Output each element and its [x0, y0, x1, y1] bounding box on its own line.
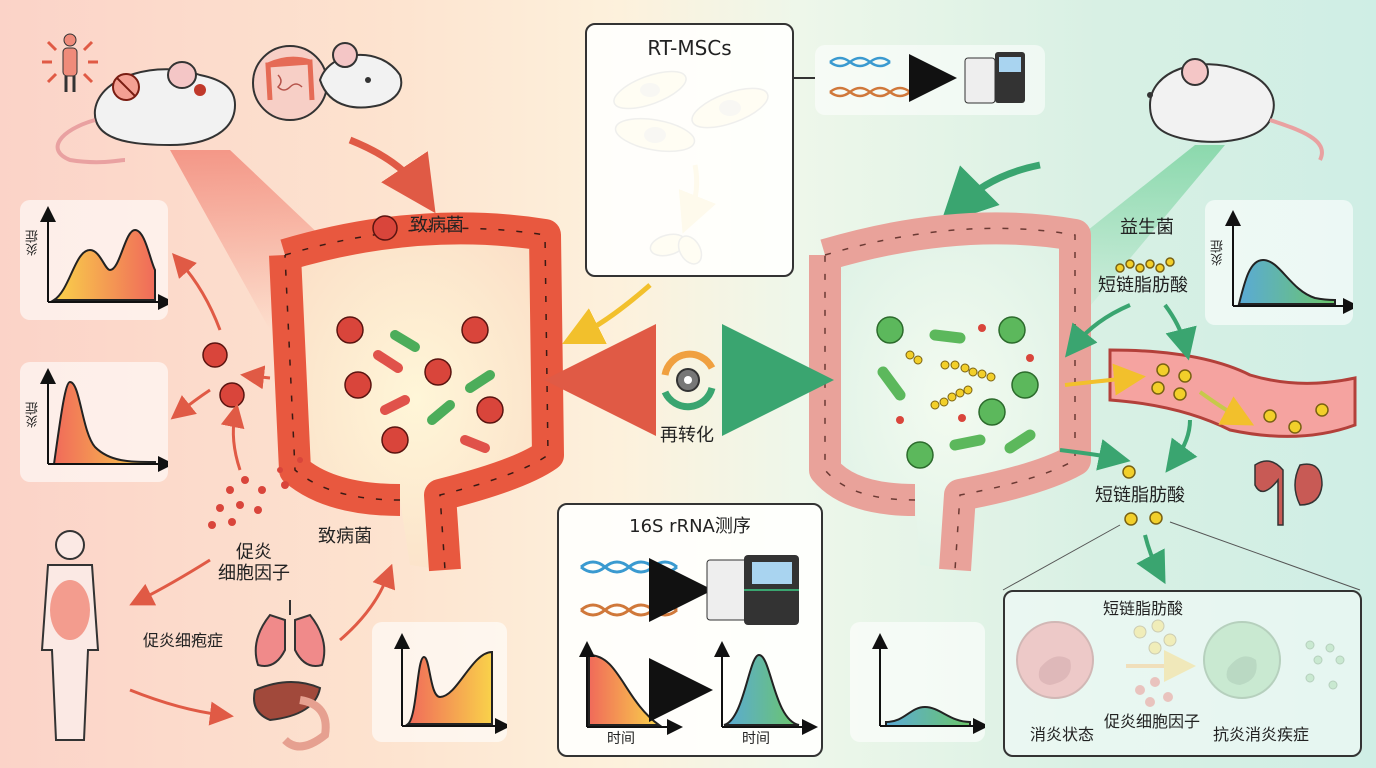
probiotic-icon — [906, 441, 934, 469]
rtmsc-title: RT-MSCs — [647, 36, 732, 60]
probiotic-label: 益生菌 — [1120, 217, 1174, 238]
chart-curve — [52, 380, 156, 465]
arrow-mouse-to-colon-left — [348, 136, 436, 214]
colon-inflamed — [269, 212, 564, 572]
seq-chart-right-xlabel: 时间 — [742, 731, 770, 747]
arrow-scfa-to-vessel — [1064, 363, 1146, 396]
pathogen-icon — [461, 316, 489, 344]
arrow-msc-to-colon — [562, 283, 652, 344]
red-dots-right — [896, 324, 1034, 424]
chart-card-inflammation-peak: 炎症 — [20, 362, 174, 482]
probiotic-icon — [876, 316, 904, 344]
pathogen-icon — [344, 371, 372, 399]
bacteria-rods-left — [373, 330, 495, 453]
cell-transition-inset — [1003, 590, 1362, 757]
systemic-inflammation-label: 促炎细疱症 — [143, 631, 224, 650]
kidney-icon — [1254, 460, 1323, 526]
pathogen-label-bottom: 致病菌 — [318, 526, 372, 547]
sequencing-title: 16S rRNA测序 — [629, 516, 751, 537]
inset-right-state-label: 抗炎消炎疾症 — [1213, 725, 1310, 744]
chart-curve — [885, 705, 971, 727]
arrow-mouse-to-colon-right — [940, 161, 1041, 225]
dna-icon — [580, 560, 678, 574]
human-distress-icon — [42, 33, 98, 92]
dna-icon — [829, 56, 891, 68]
dna-icon — [580, 603, 678, 617]
arrow-to-liver — [129, 688, 234, 726]
liver-icon — [253, 680, 330, 751]
chart-card-right-inflammation: 炎症 — [1205, 200, 1359, 325]
chart-peak — [40, 368, 174, 472]
chart-right-skewed — [1225, 210, 1359, 314]
colon-magnifier-icon — [252, 45, 328, 121]
chart-curve — [405, 650, 493, 725]
inset-scfa-label: 短链脂肪酸 — [1103, 599, 1184, 618]
lungs-icon — [254, 600, 326, 667]
chart-ylabel: 炎症 — [1211, 240, 1226, 266]
scfa-label-top: 短链脂肪酸 — [1098, 275, 1188, 296]
chart-ylabel: 炎症 — [26, 402, 41, 428]
pathogen-label-top: 致病菌 — [410, 215, 464, 236]
inset-cytokine-label: 促炎细胞因子 — [1104, 712, 1201, 731]
dna-sequencing-mini — [815, 45, 1045, 115]
chart-ylabel: 炎症 — [26, 230, 41, 256]
sequencing-art — [579, 555, 818, 735]
chart-curve — [1237, 258, 1336, 305]
retransform-label: 再转化 — [660, 425, 714, 446]
chart-card-low-bump — [850, 622, 989, 742]
mouse-healthy-illustration-right — [1147, 58, 1324, 161]
probiotic-icon — [1011, 371, 1039, 399]
mouse-sick-illustration — [55, 61, 237, 165]
human-body-illustration — [40, 530, 100, 741]
seq-chart-left-xlabel: 时间 — [607, 731, 635, 747]
rtmsc-panel: RT-MSCs — [585, 23, 794, 277]
arrow-to-chart-mid — [170, 388, 211, 420]
chart-bimodal-bottom — [394, 633, 511, 734]
pathogen-icon — [381, 426, 409, 454]
scfa-label-mid: 短链脂肪酸 — [1095, 485, 1185, 506]
pathogen-icon — [336, 316, 364, 344]
arrow-lung-to-colon — [339, 563, 396, 642]
probiotic-icon — [998, 316, 1026, 344]
pathogen-icon — [372, 215, 398, 241]
chart-card-bimodal-bottom — [372, 622, 511, 742]
scfa-chains — [905, 350, 996, 410]
bacteria-rods-right — [877, 329, 1036, 454]
chart-curve — [588, 653, 663, 726]
chart-curve — [723, 653, 800, 726]
chart-card-inflammation-bimodal: 炎症 — [20, 200, 174, 320]
cytokine-label-line1: 促炎 — [236, 542, 272, 563]
scfa-dots — [1115, 257, 1175, 526]
chart-curve — [50, 228, 156, 301]
blood-vessel — [1108, 348, 1357, 438]
mouse-healthy-illustration-left — [318, 42, 403, 109]
probiotic-icon — [978, 398, 1006, 426]
dna-icon — [829, 86, 911, 98]
escaping-pathogens — [202, 342, 245, 408]
pathogen-icon — [424, 358, 452, 386]
chart-bimodal — [40, 206, 174, 310]
pathogen-icon — [476, 396, 504, 424]
arrow-to-chart-top — [172, 253, 222, 331]
chart-low-bump — [872, 633, 989, 734]
cycle-gear-icon — [661, 350, 716, 411]
pathogen-cluster — [336, 215, 504, 454]
cytokine-dots-left — [208, 457, 303, 529]
sequencing-panel: 16S rRNA测序 时间 时间 — [557, 503, 823, 757]
inset-left-state-label: 消炎状态 — [1030, 725, 1095, 744]
arrow-to-human — [129, 558, 211, 606]
probiotic-cluster — [876, 316, 1039, 469]
cytokine-label-line2: 细胞因子 — [218, 563, 290, 584]
